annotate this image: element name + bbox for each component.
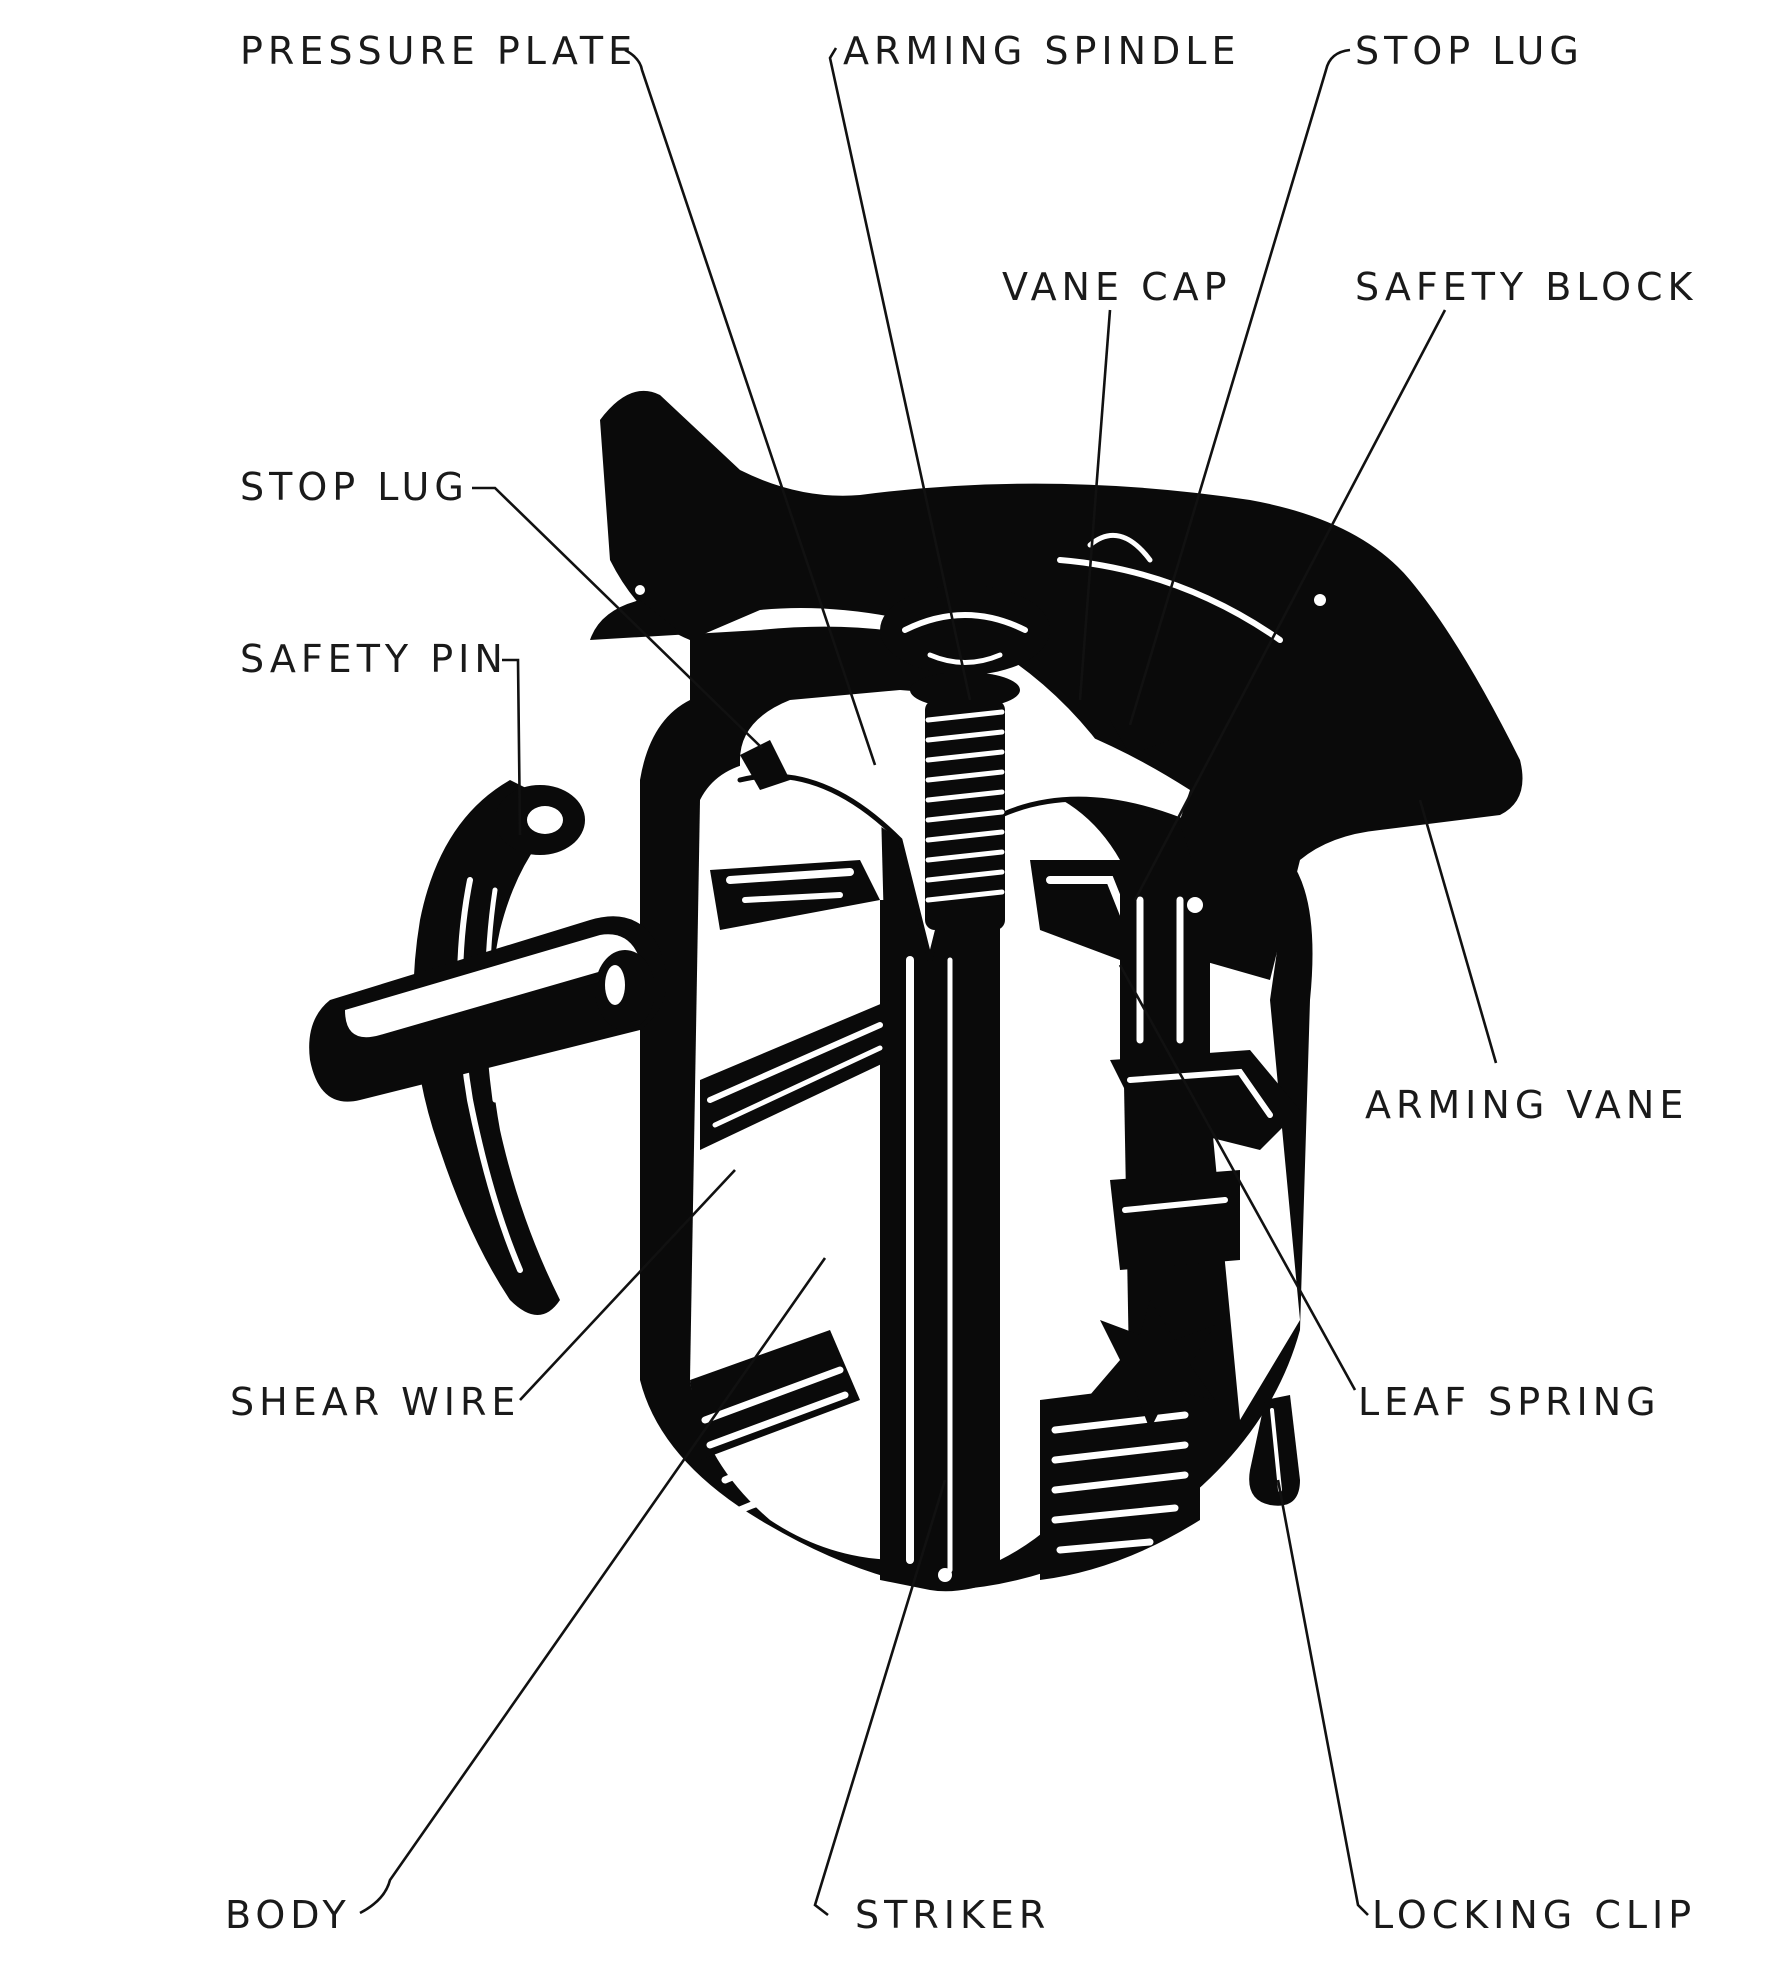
callout-labels: PRESSURE PLATE ARMING SPINDLE STOP LUG V…: [225, 29, 1697, 1937]
safety-pin-shape: [309, 780, 667, 1315]
label-leaf-spring: LEAF SPRING: [1358, 1380, 1661, 1424]
spindle-head: [880, 585, 1050, 675]
label-locking-clip: LOCKING CLIP: [1372, 1893, 1696, 1937]
arming-vane-shape: [600, 390, 1523, 981]
leader-lines: [359, 47, 1498, 1917]
stop-lug-left-shape: [740, 740, 790, 790]
leader-arming-vane: [1418, 799, 1498, 1064]
leaf-spring-shape: [1110, 1050, 1300, 1270]
label-arming-vane: ARMING VANE: [1365, 1083, 1688, 1127]
leader-pressure-plate: [624, 48, 877, 766]
stop-lug-top-shape: [1110, 700, 1170, 755]
arming-spindle-thread: [925, 700, 1005, 930]
label-body: BODY: [225, 1893, 351, 1937]
label-stop-lug-top: STOP LUG: [1355, 29, 1584, 73]
leader-striker: [813, 1479, 947, 1917]
leader-shear-wire: [519, 1169, 736, 1401]
leader-stop-lug-top: [1128, 48, 1351, 726]
label-striker: STRIKER: [855, 1893, 1050, 1937]
label-vane-cap: VANE CAP: [1002, 265, 1232, 309]
leader-stop-lug-left: [472, 486, 763, 749]
label-pressure-plate: PRESSURE PLATE: [240, 29, 637, 73]
label-safety-block: SAFETY BLOCK: [1355, 265, 1697, 309]
label-shear-wire: SHEAR WIRE: [230, 1380, 520, 1424]
label-safety-pin: SAFETY PIN: [240, 637, 508, 681]
safety-block-shape: [1030, 860, 1220, 1060]
label-stop-lug-left: STOP LUG: [240, 465, 469, 509]
label-arming-spindle: ARMING SPINDLE: [843, 29, 1240, 73]
leader-safety-block: [1133, 309, 1447, 901]
leader-safety-pin: [502, 658, 522, 836]
leader-body: [359, 1257, 827, 1915]
leader-locking-clip: [1276, 1479, 1369, 1916]
leader-arming-spindle: [828, 47, 972, 701]
leader-leaf-spring: [1118, 964, 1357, 1391]
shear-wire-shape: [700, 1000, 890, 1150]
leader-vane-cap: [1078, 309, 1112, 701]
fuze-illustration: [309, 390, 1523, 1592]
striker-shape: [880, 900, 1000, 1592]
